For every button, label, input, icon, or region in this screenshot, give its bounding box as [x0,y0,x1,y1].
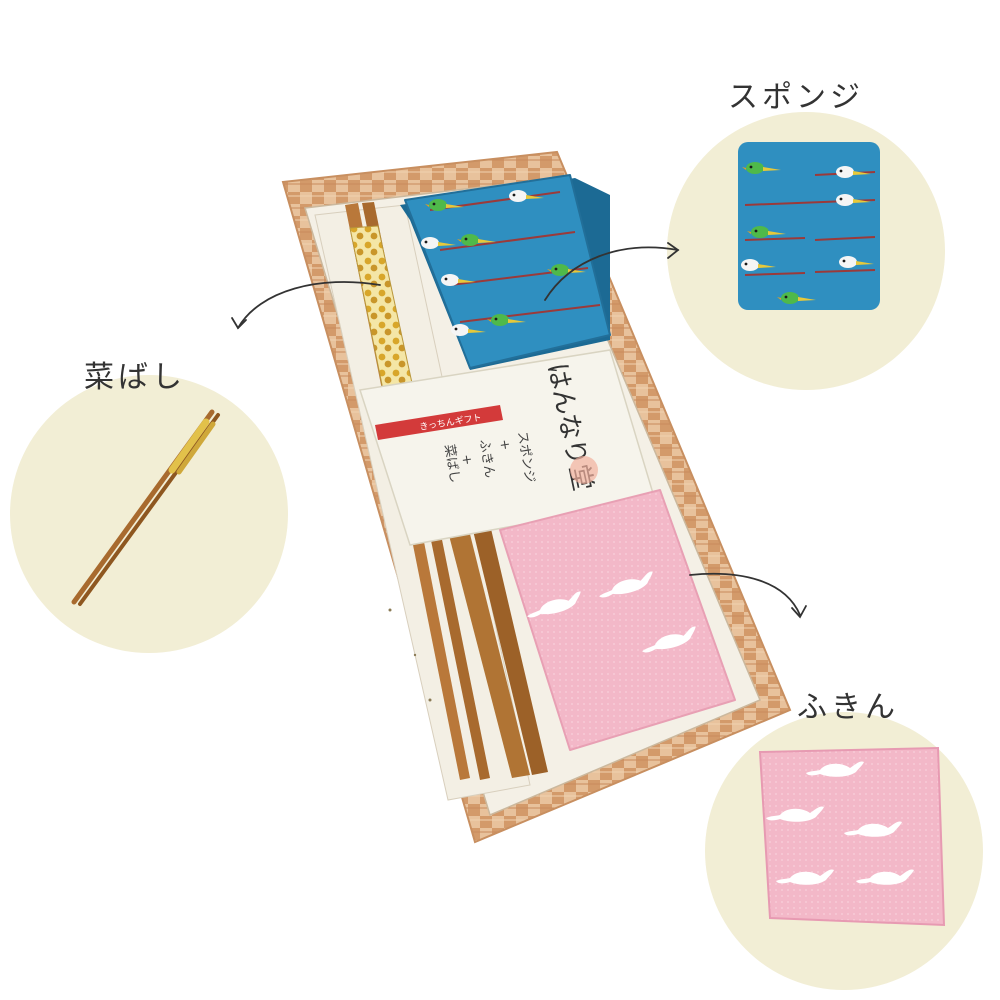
chopsticks-label: 菜ばし [84,360,186,395]
cloth-detail [758,746,946,927]
band-contents-2: + [496,438,513,451]
paper-band: きっちんギフト スポンジ + ふきん + 菜ばし はんなり堂 [359,349,656,546]
sponge-in-box [400,174,611,370]
chopsticks-circle [10,375,288,653]
sponge-label: スポンジ [728,80,864,115]
band-contents-4: + [458,453,475,466]
cloth-label: ふきん [797,690,899,725]
band-contents-3: ふきん [476,438,497,479]
arrow-icon [544,242,680,301]
cloth-in-box [499,489,736,751]
sponge-detail [738,142,880,310]
arrow-icon [231,281,381,330]
band-contents-5: 菜ばし [441,443,462,484]
chopsticks-detail [71,409,220,606]
arrow-icon [689,572,807,619]
